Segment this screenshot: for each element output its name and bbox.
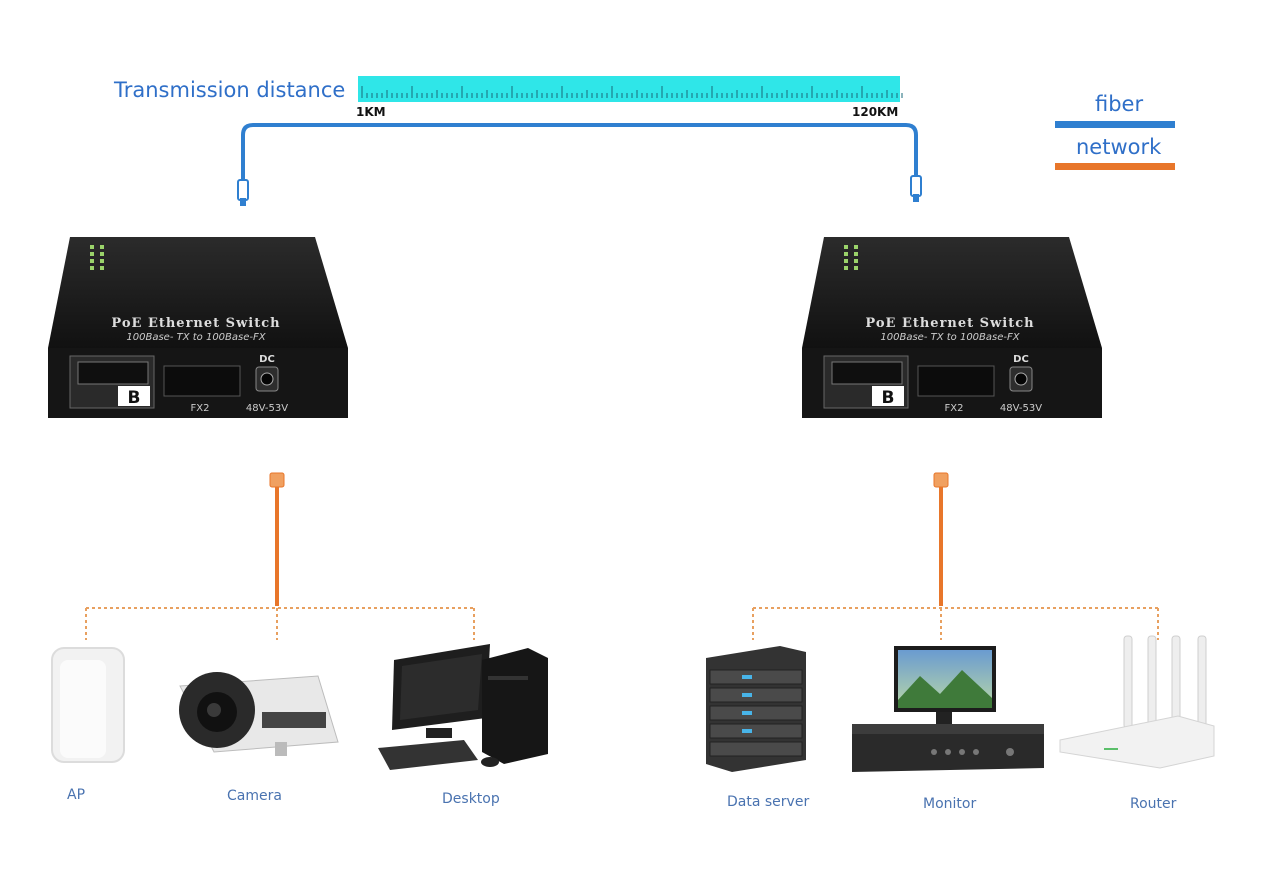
router-icon [1059,635,1215,769]
switch-left-port-fx: FX2 [191,403,210,414]
switch-left-subtitle: 100Base- TX to 100Base-FX [126,332,266,343]
desktop-icon [378,644,548,770]
camera-icon [179,672,339,756]
switch-right-port-b: B [882,388,895,408]
device-label-data-server: Data server [727,794,810,810]
fiber-connector-right [910,175,922,202]
switch-left-voltage: 48V-53V [246,403,288,414]
device-label-desktop: Desktop [442,791,500,807]
network-cable-left [85,472,475,640]
switch-left-port-b: B [128,388,141,408]
switch-right-voltage: 48V-53V [1000,403,1042,414]
legend-network-label: network [1076,135,1162,159]
switch-left: PoE Ethernet Switch 100Base- TX to 100Ba… [48,237,348,418]
fiber-cable [241,123,918,187]
monitor-icon [852,646,1044,772]
device-label-camera: Camera [227,788,282,804]
distance-ruler [358,76,903,102]
switch-right-subtitle: 100Base- TX to 100Base-FX [880,332,1020,343]
network-cable-right [752,472,1159,640]
device-label-ap: AP [67,787,86,803]
legend-fiber-label: fiber [1095,92,1144,116]
switch-right-dc: DC [1013,354,1029,365]
ap-icon [51,647,125,763]
server-icon [706,646,806,772]
device-label-monitor: Monitor [923,796,977,812]
transmission-distance-title: Transmission distance [114,78,346,102]
legend-network-line [1055,163,1175,170]
fiber-connector-left [237,179,249,206]
device-label-router: Router [1130,796,1177,812]
distance-start-label: 1KM [356,105,386,119]
distance-end-label: 120KM [852,105,899,119]
switch-right: PoE Ethernet Switch 100Base- TX to 100Ba… [802,237,1102,418]
switch-right-title: PoE Ethernet Switch [865,316,1034,331]
switch-left-dc: DC [259,354,275,365]
switch-right-port-fx: FX2 [945,403,964,414]
switch-left-title: PoE Ethernet Switch [111,316,280,331]
legend-fiber-line [1055,121,1175,128]
